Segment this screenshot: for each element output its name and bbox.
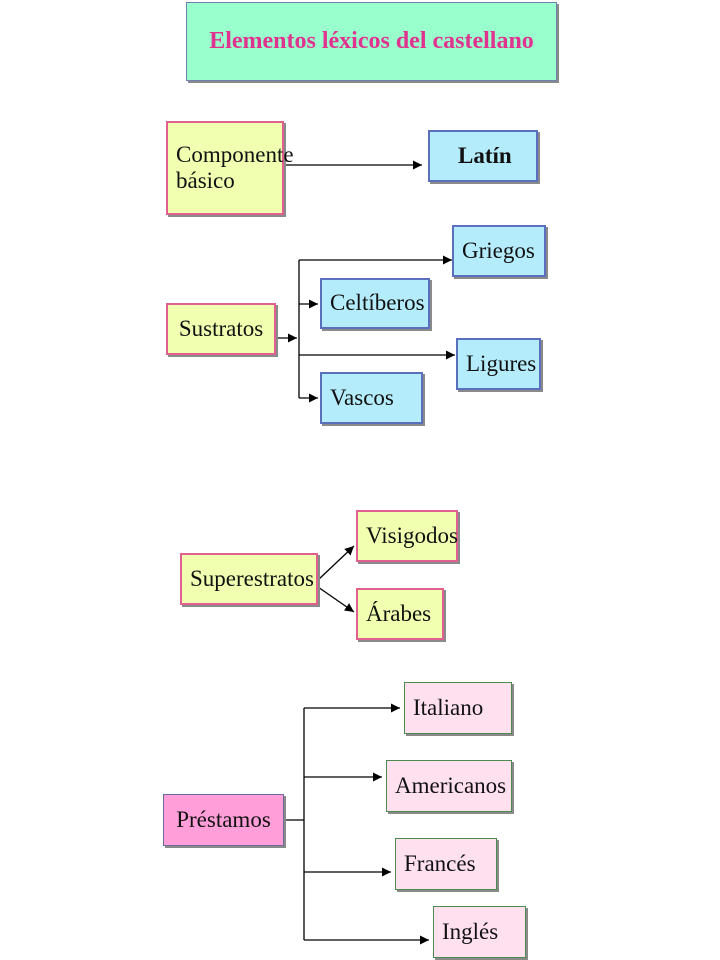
celtiberos-label: Celtíberos: [330, 290, 425, 316]
americanos-box: Americanos: [386, 760, 512, 812]
ligures-label: Ligures: [466, 350, 537, 376]
arabes-box: Árabes: [356, 588, 444, 640]
americanos-label: Americanos: [395, 772, 507, 798]
componente-basico-label-2: básico: [176, 168, 235, 193]
arabes-label: Árabes: [366, 600, 432, 626]
visigodos-box: Visigodos: [356, 510, 458, 562]
ingles-box: Inglés: [433, 906, 526, 958]
page-title: Elementos léxicos del castellano: [209, 27, 534, 54]
italiano-box: Italiano: [404, 682, 512, 734]
visigodos-label: Visigodos: [366, 522, 458, 548]
superestratos-box: Superestratos: [180, 553, 318, 605]
frances-box: Francés: [395, 838, 497, 890]
prestamos-label: Préstamos: [176, 806, 271, 832]
celtiberos-box: Celtíberos: [320, 278, 430, 329]
title-box: Elementos léxicos del castellano: [186, 2, 557, 81]
italiano-label: Italiano: [413, 694, 484, 720]
arrow-arabes: [317, 586, 355, 613]
ligures-box: Ligures: [456, 338, 541, 390]
componente-basico-box: Componente básico: [166, 121, 294, 215]
vascos-box: Vascos: [320, 372, 423, 424]
superestratos-label: Superestratos: [190, 565, 314, 591]
arrow-visigodos: [317, 545, 355, 581]
griegos-label: Griegos: [462, 237, 535, 263]
prestamos-box: Préstamos: [163, 794, 284, 846]
ingles-label: Inglés: [442, 918, 499, 944]
latin-label: Latín: [458, 142, 512, 168]
sustratos-box: Sustratos: [166, 303, 276, 355]
sustratos-label: Sustratos: [178, 315, 264, 341]
vascos-label: Vascos: [330, 384, 394, 410]
griegos-box: Griegos: [452, 225, 546, 277]
frances-label: Francés: [404, 850, 476, 876]
latin-box: Latín: [428, 130, 538, 182]
componente-basico-label-1: Componente: [176, 141, 294, 167]
